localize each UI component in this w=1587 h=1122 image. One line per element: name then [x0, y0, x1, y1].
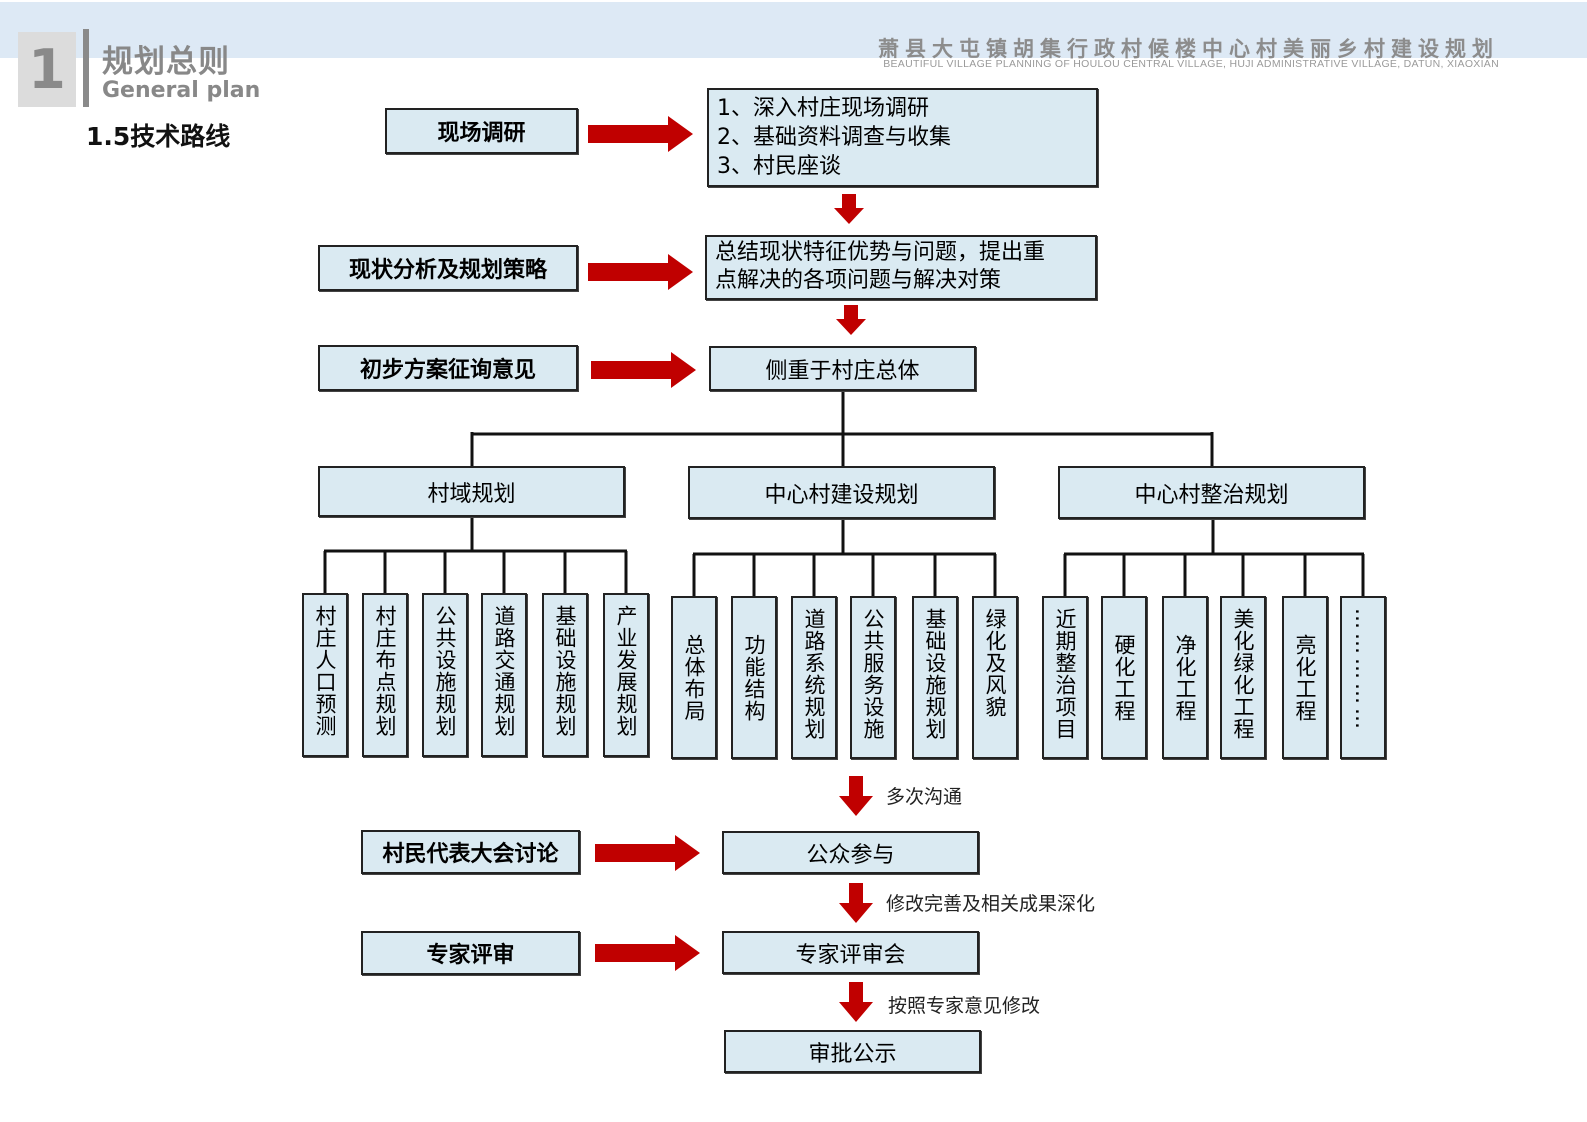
arrow-right-icon	[591, 352, 696, 388]
leaf-item-label: 绿化及风貌	[983, 608, 1007, 718]
public-participation-box: 公众参与	[722, 831, 979, 874]
survey-detail-2: 2、基础资料调查与收集	[717, 125, 951, 150]
stage-survey-box: 现场调研	[385, 108, 578, 154]
leaf-item-box: 总体布局	[671, 596, 717, 759]
leaf-item-box: 基础设施规划	[912, 596, 958, 759]
branch-center-construction-box: 中心村建设规划	[688, 466, 995, 519]
section-number: 1	[28, 38, 66, 101]
leaf-item-box: 产业发展规划	[603, 593, 649, 757]
approval-label: 审批公示	[808, 1041, 897, 1067]
arrow-down-icon	[834, 194, 864, 224]
arrow-down-icon	[839, 883, 873, 923]
survey-detail-1: 1、深入村庄现场调研	[717, 96, 929, 121]
stage-consult-box: 初步方案征询意见	[318, 345, 578, 391]
leaf-item-box: 净化工程	[1162, 596, 1208, 759]
section-subtitle: General plan	[102, 78, 261, 103]
expert-meeting-box: 专家评审会	[722, 931, 979, 974]
leaf-item-label: 村庄布点规划	[373, 605, 397, 737]
project-title: 萧县大屯镇胡集行政村候楼中心村美丽乡村建设规划	[878, 37, 1499, 61]
approval-box: 审批公示	[724, 1030, 981, 1073]
section-number-background	[18, 32, 76, 107]
section-title: 规划总则	[102, 44, 230, 80]
analysis-detail-box: 总结现状特征优势与问题，提出重 点解决的各项问题与解决对策	[705, 235, 1097, 300]
leaf-item-label: 道路系统规划	[802, 608, 826, 740]
leaf-item-box: 亮化工程	[1282, 596, 1328, 759]
survey-details-box: 1、深入村庄现场调研 2、基础资料调查与收集 3、村民座谈	[707, 88, 1098, 187]
leaf-item-box: 绿化及风貌	[972, 596, 1018, 759]
leaf-item-label: 村庄人口预测	[313, 605, 337, 737]
stage-survey-label: 现场调研	[437, 121, 526, 146]
leaf-item-label: 近期整治项目	[1053, 608, 1077, 740]
note-communicate: 多次沟通	[886, 786, 963, 808]
consult-detail-box: 侧重于村庄总体	[709, 346, 976, 391]
arrow-right-icon	[588, 254, 693, 290]
branch-label: 中心村整治规划	[1134, 482, 1289, 508]
leaf-item-label: 功能结构	[742, 633, 766, 722]
leaf-item-box: 道路系统规划	[791, 596, 837, 759]
leaf-item-box: 美化绿化工程	[1220, 596, 1266, 759]
note-expert-revise: 按照专家意见修改	[888, 995, 1041, 1017]
stage-analysis-label: 现状分析及规划策略	[348, 258, 547, 283]
branch-center-renovation-box: 中心村整治规划	[1058, 466, 1365, 519]
arrow-down-icon	[836, 305, 866, 335]
analysis-detail-line-1: 总结现状特征优势与问题，提出重	[715, 240, 1046, 265]
note-revise: 修改完善及相关成果深化	[886, 893, 1096, 915]
arrow-right-icon	[588, 116, 693, 152]
leaf-item-box: 公共设施规划	[422, 593, 468, 757]
arrow-down-icon	[839, 776, 873, 816]
leaf-item-box: 村庄布点规划	[362, 593, 408, 757]
stage-public-box: 村民代表大会讨论	[361, 830, 580, 874]
branch-village-area-box: 村域规划	[318, 466, 625, 517]
section-divider-bar	[83, 29, 89, 107]
leaf-item-box: 村庄人口预测	[302, 593, 348, 757]
leaf-item-box: 道路交通规划	[481, 593, 527, 757]
analysis-detail-line-2: 点解决的各项问题与解决对策	[715, 268, 1002, 293]
leaf-item-box: 近期整治项目	[1042, 596, 1088, 759]
stage-consult-label: 初步方案征询意见	[359, 358, 536, 383]
leaf-item-box: 硬化工程	[1101, 596, 1147, 759]
leaf-item-label: ……………	[1351, 608, 1375, 733]
arrow-down-icon	[839, 982, 873, 1022]
leaf-item-label: 基础设施规划	[553, 605, 577, 737]
arrow-right-icon	[595, 935, 700, 971]
consult-detail-label: 侧重于村庄总体	[765, 358, 920, 384]
header-band	[0, 2, 1587, 58]
stage-expert-box: 专家评审	[361, 931, 580, 975]
leaf-item-label: 净化工程	[1173, 633, 1197, 722]
survey-detail-3: 3、村民座谈	[717, 154, 841, 179]
expert-meeting-label: 专家评审会	[795, 942, 906, 968]
leaf-item-box: ……………	[1340, 596, 1386, 759]
leaf-item-box: 公共服务设施	[850, 596, 896, 759]
leaf-item-box: 功能结构	[731, 596, 777, 759]
branch-label: 中心村建设规划	[764, 482, 919, 508]
public-participation-label: 公众参与	[806, 842, 895, 868]
leaf-item-label: 亮化工程	[1293, 633, 1317, 722]
leaf-item-label: 公共服务设施	[861, 608, 885, 740]
project-subtitle: BEAUTIFUL VILLAGE PLANNING OF HOULOU CEN…	[883, 58, 1499, 70]
leaf-item-label: 道路交通规划	[492, 605, 516, 737]
stage-public-label: 村民代表大会讨论	[382, 842, 559, 867]
stage-analysis-box: 现状分析及规划策略	[318, 245, 578, 291]
leaf-item-label: 硬化工程	[1112, 633, 1136, 722]
leaf-item-label: 产业发展规划	[614, 605, 638, 737]
leaf-item-label: 美化绿化工程	[1231, 608, 1255, 740]
page-heading: 1.5技术路线	[86, 122, 231, 151]
leaf-item-label: 基础设施规划	[923, 608, 947, 740]
stage-expert-label: 专家评审	[426, 943, 515, 968]
leaf-item-label: 公共设施规划	[433, 605, 457, 737]
branch-label: 村域规划	[427, 481, 516, 507]
arrow-right-icon	[595, 835, 700, 871]
leaf-item-label: 总体布局	[682, 633, 706, 722]
leaf-item-box: 基础设施规划	[542, 593, 588, 757]
